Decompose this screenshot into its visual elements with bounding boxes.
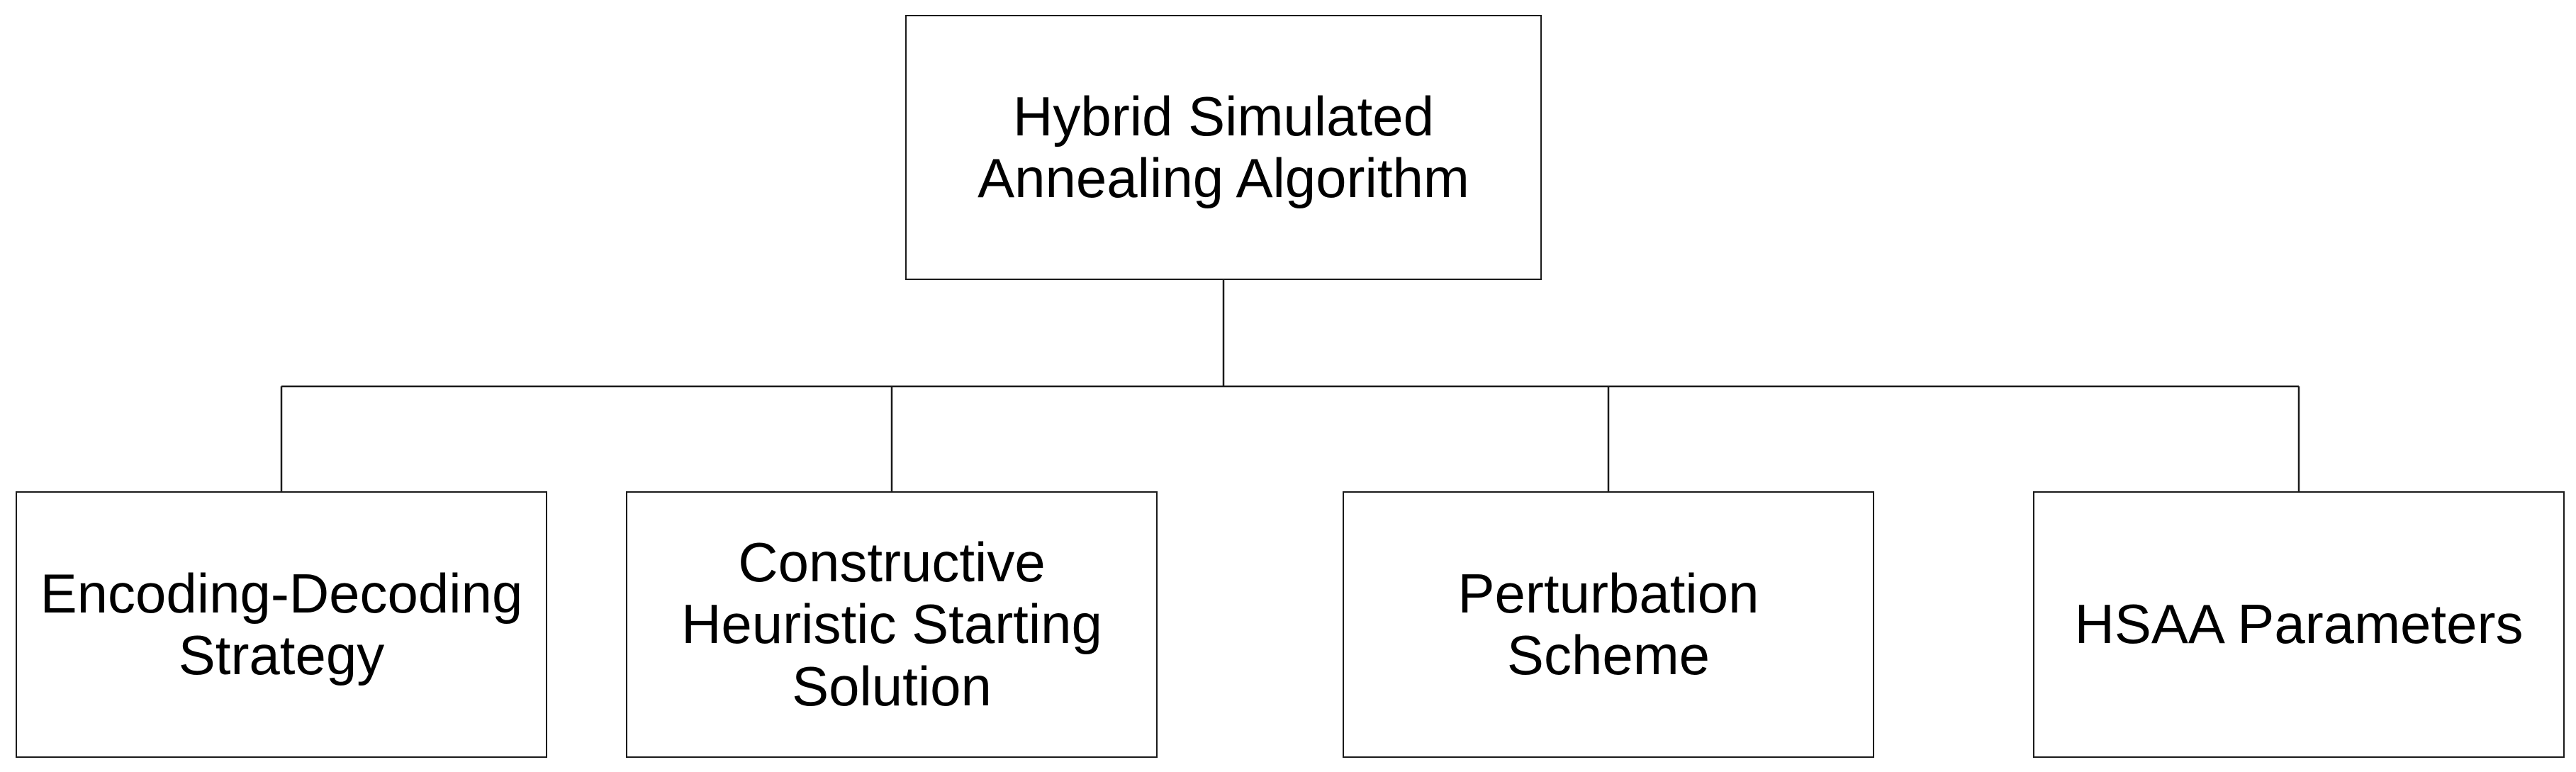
child-node-perturbation-scheme: Perturbation Scheme [1343, 491, 1874, 758]
root-node-hybrid-simulated-annealing: Hybrid Simulated Annealing Algorithm [905, 15, 1542, 280]
child-node-encoding-decoding-strategy: Encoding-Decoding Strategy [16, 491, 547, 758]
child-node-constructive-heuristic-starting-solution: Constructive Heuristic Starting Solution [626, 491, 1158, 758]
child-node-hsaa-parameters: HSAA Parameters [2033, 491, 2565, 758]
